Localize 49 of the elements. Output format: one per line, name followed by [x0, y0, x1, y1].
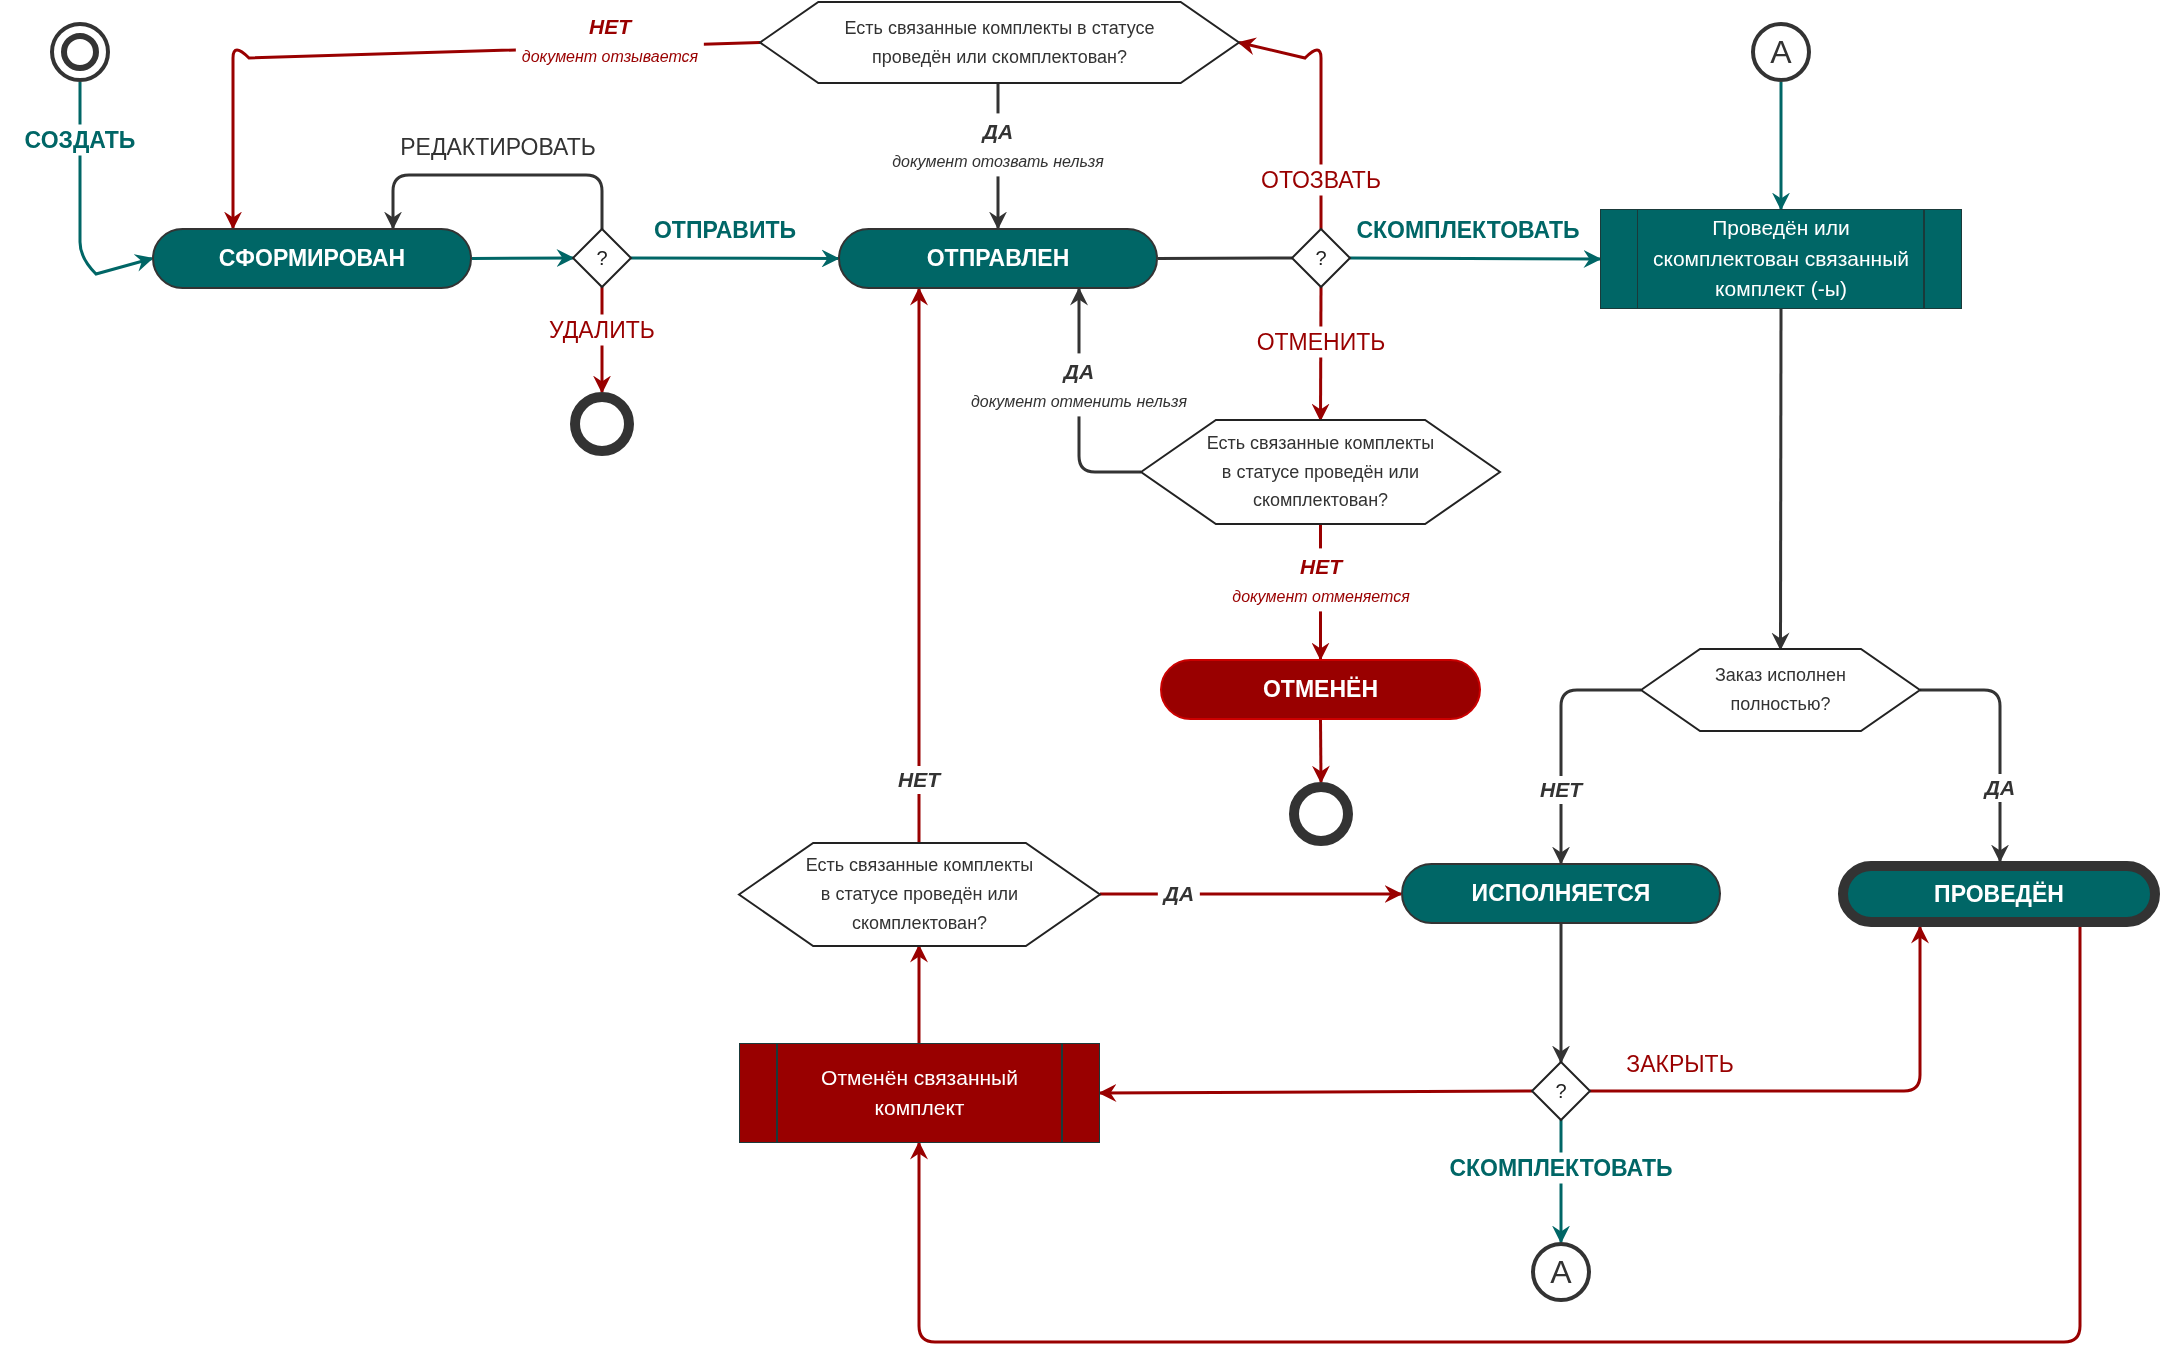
node-text: Проведён или скомплектован связанный комплект (-ы)	[1652, 215, 1910, 303]
arrow	[910, 927, 2082, 1344]
decision-diamond	[573, 229, 631, 287]
condition-hexagon	[739, 843, 1100, 946]
arrow	[1552, 924, 1570, 1064]
node-text: Заказ исполнен полностью?	[1714, 664, 1847, 716]
condition-hexagon	[1641, 649, 1920, 731]
node-text: Есть связанные комплекты в статусе проведён или скомплектован?	[804, 854, 1035, 935]
arrow	[1237, 37, 1323, 229]
connector-circle	[1751, 22, 1811, 82]
arrow	[631, 249, 840, 268]
arrow	[1920, 688, 2009, 863]
node-text: ИСПОЛНЯЕТСЯ	[1471, 880, 1651, 907]
node-text: A	[1770, 33, 1792, 71]
node-text: ?	[596, 246, 608, 270]
node-text: ?	[1555, 1079, 1567, 1103]
node-text: A	[1550, 1253, 1572, 1291]
decision-diamond	[1532, 1062, 1590, 1120]
node-text: ПРОВЕДЁН	[1934, 880, 2064, 908]
arrow	[1098, 1083, 1532, 1102]
arrow	[1771, 309, 1790, 651]
process-box	[739, 1043, 1100, 1143]
start-node-circle	[50, 22, 110, 82]
state-box	[152, 228, 472, 289]
node-text: ОТМЕНЁН	[1262, 676, 1378, 703]
state-box	[1160, 659, 1481, 720]
arrow	[1350, 249, 1602, 268]
state-box	[1401, 863, 1721, 924]
decision-diamond	[1292, 229, 1350, 287]
arrow	[384, 173, 604, 230]
state-box	[838, 228, 1158, 289]
condition-hexagon	[760, 2, 1239, 83]
condition-hexagon	[1141, 420, 1500, 524]
process-box	[1600, 209, 1962, 309]
arrow	[472, 249, 575, 268]
connector-circle	[1531, 1242, 1591, 1302]
arrow	[910, 287, 928, 843]
arrow	[1311, 720, 1330, 784]
arrow	[1772, 82, 1790, 211]
arrow	[1590, 925, 1929, 1093]
node-text: ОТПРАВЛЕН	[926, 245, 1070, 272]
connector-line	[1158, 256, 1292, 260]
node-text: СФОРМИРОВАН	[218, 245, 406, 272]
node-text: Отменён связанный комплект	[820, 1064, 1019, 1121]
node-text: ?	[1315, 246, 1327, 270]
arrow	[78, 82, 154, 276]
node-text: Есть связанные комплекты в статусе проведён или скомплектован?	[1205, 431, 1436, 513]
arrow	[1552, 688, 1641, 865]
node-text: Есть связанные комплекты в статусе проведён или скомплектован?	[843, 16, 1156, 69]
